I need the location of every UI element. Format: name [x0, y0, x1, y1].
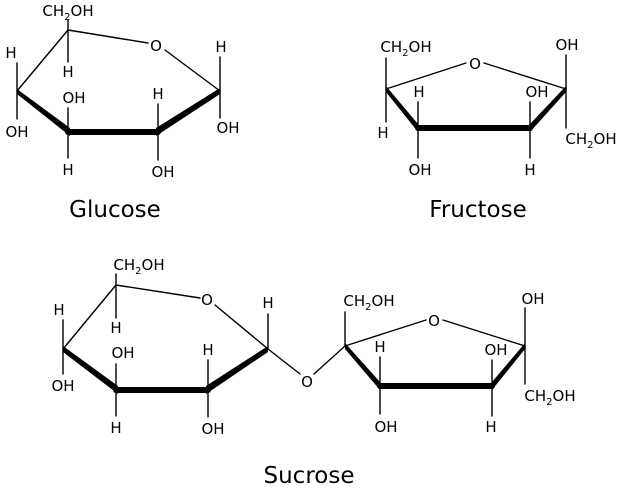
- fructose-c3-oh: OH: [525, 83, 548, 101]
- fructose-c5-h: H: [377, 124, 388, 142]
- sucrose-glc-c2-oh: OH: [201, 420, 224, 438]
- fructose-name: Fructose: [429, 197, 526, 223]
- sucrose-glc-bond-c5-c4: [62, 284, 117, 350]
- fructose-c4-h: H: [413, 83, 424, 101]
- sucrose-glc-bond-c5-o: [115, 284, 201, 299]
- sucrose-fru-c4-h: H: [485, 418, 496, 436]
- fructose-c2-oh: OH: [555, 36, 578, 54]
- sucrose-fru-wedge-right: [492, 343, 525, 390]
- sucrose-glc-c4-h: H: [53, 301, 64, 319]
- fructose-c4-oh: OH: [408, 161, 431, 179]
- glucose-ch2oh-label: CH2OH: [42, 2, 93, 23]
- glucose-c3-h: H: [62, 161, 73, 179]
- sucrose-glc-wedge-left: [63, 346, 118, 394]
- glucose-bond-c5-o: [67, 29, 149, 44]
- sucrose-glc-wedge-right: [206, 346, 268, 394]
- glucose-c1-oh: OH: [216, 119, 239, 137]
- fructose-c3-h: H: [524, 161, 535, 179]
- glucose-ring-oxygen: O: [150, 37, 162, 55]
- sucrose-glycosidic-bond-left: [267, 348, 301, 375]
- glucose-c3-oh: OH: [62, 89, 85, 107]
- glucose-c2-oh: OH: [151, 163, 174, 181]
- glucose-bond-o-c1: [164, 49, 221, 92]
- sucrose-fru-ch2oh-top-label: CH2OH: [343, 292, 394, 313]
- fructose-ch2oh-right-label: CH2OH: [565, 130, 616, 151]
- sucrose-fru-ring-oxygen: O: [428, 312, 440, 330]
- sucrose-fru-c4-oh: OH: [484, 341, 507, 359]
- glucose-c1-h: H: [215, 38, 226, 56]
- fructose-ch2oh-top-label: CH2OH: [380, 38, 431, 59]
- sucrose-glc-c5-h: H: [110, 319, 121, 337]
- fructose-wedge-right: [530, 86, 566, 132]
- sucrose-glc-c4-oh: OH: [51, 377, 74, 395]
- sucrose-fru-bond-c2-o: [344, 319, 427, 347]
- sucrose-fru-ch2oh-right-label: CH2OH: [524, 387, 575, 408]
- glucose-c4-h: H: [5, 44, 16, 62]
- fructose-bond-c5-o: [385, 62, 467, 90]
- sucrose-glc-c3-oh: OH: [111, 344, 134, 362]
- sucrose-glc-c3-h: H: [110, 419, 121, 437]
- glucose-wedge-left: [17, 89, 70, 136]
- glucose-c5-h: H: [62, 63, 73, 81]
- fructose-ring-oxygen: O: [469, 55, 481, 73]
- sucrose-fru-c5-oh: OH: [521, 290, 544, 308]
- sucrose-fru-bond-o-c5: [442, 319, 526, 347]
- sucrose-fru-c3-h: H: [374, 338, 385, 356]
- fructose-bond-o-c2: [483, 62, 567, 90]
- fructose-wedge-left: [386, 86, 418, 132]
- sucrose-glc-ch2oh-label: CH2OH: [113, 256, 164, 277]
- sucrose-fru-wedge-left: [345, 343, 380, 390]
- sucrose-glycosidic-bond-right: [313, 345, 346, 375]
- sucrose-glycosidic-oxygen: O: [301, 373, 313, 391]
- fructose-structure: CH2OH O OH H OH H CH2OH OH H Fructose: [377, 36, 616, 223]
- sucrose-name: Sucrose: [264, 463, 355, 489]
- sucrose-glc-ring-oxygen: O: [201, 291, 213, 309]
- sucrose-glc-bond-o-c1: [214, 304, 269, 350]
- glucose-structure: CH2OH O H H OH OH H H OH H OH Glucose: [5, 2, 239, 223]
- sucrose-structure: CH2OH O H H H OH H OH H OH O CH2OH O OH …: [51, 256, 575, 489]
- glucose-c4-oh: OH: [5, 123, 28, 141]
- glucose-name: Glucose: [69, 197, 161, 223]
- sucrose-glc-c2-h: H: [202, 341, 213, 359]
- sucrose-glc-c1-h: H: [262, 294, 273, 312]
- glucose-c2-h: H: [152, 85, 163, 103]
- glucose-wedge-right: [156, 88, 220, 136]
- sucrose-fru-c3-oh: OH: [374, 418, 397, 436]
- glucose-bond-c5-c4: [16, 29, 69, 92]
